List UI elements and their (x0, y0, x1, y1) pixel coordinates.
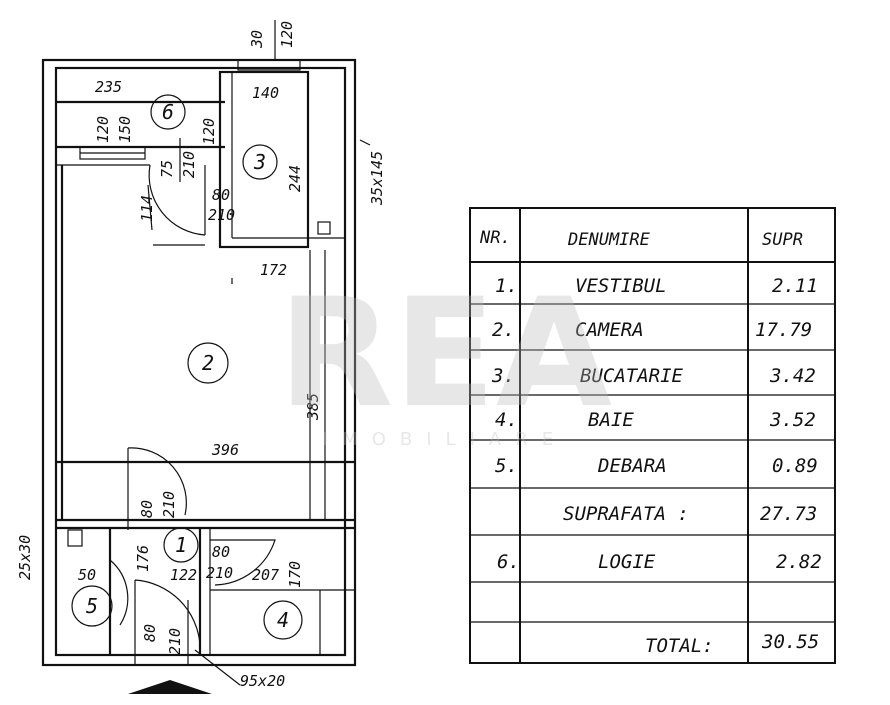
room-number-5: 5 (86, 594, 98, 618)
dim-80-b: 80 (138, 500, 156, 518)
row-2-area: 17.79 (755, 319, 812, 341)
outer-wall (41, 58, 357, 667)
dim-window: 35x145 (368, 151, 386, 206)
row-total-label: TOTAL: (645, 635, 714, 657)
dim-kitchen-width: 140 (252, 84, 279, 102)
dim-80-a: 80 (212, 186, 230, 204)
room-number-3: 3 (253, 150, 266, 174)
row-5-nr: 5. (495, 455, 518, 477)
area-table (469, 207, 836, 664)
dim-210-c: 210 (160, 491, 178, 518)
row-2-name: CAMERA (575, 319, 644, 341)
row-1-nr: 1. (495, 275, 518, 297)
row-4-nr: 4. (495, 409, 518, 431)
room-marker-1 (163, 527, 199, 563)
dim-172: 172 (260, 261, 287, 279)
row-5-area: 0.89 (772, 455, 818, 477)
dim-210-b: 210 (208, 206, 235, 224)
dim-entry-door: 95x20 (240, 672, 285, 690)
room-marker-5 (71, 585, 113, 627)
entry-arrow-icon (128, 680, 212, 694)
dim-150: 150 (116, 116, 134, 143)
room-marker-3 (242, 144, 278, 180)
watermark-logo: REA IMOBILIARE (278, 267, 612, 450)
room-markers: 6 3 2 1 4 5 (71, 94, 303, 640)
header-suprafata: SUPR (762, 230, 803, 250)
row-total-area: 30.55 (761, 631, 819, 653)
room-number-6: 6 (162, 100, 174, 124)
dim-50: 50 (78, 566, 96, 584)
plan-walls (41, 20, 371, 694)
dim-top-30: 30 (248, 30, 266, 49)
dim-114: 114 (138, 195, 156, 222)
row-1-area: 2.11 (772, 275, 818, 297)
dim-170: 170 (286, 561, 304, 588)
dim-210-e: 210 (166, 628, 184, 655)
table-border (469, 207, 836, 664)
dim-120-b: 120 (200, 118, 218, 145)
dim-120-a: 120 (94, 116, 112, 143)
header-denumire: DENUMIRE (567, 230, 651, 250)
dim-logia-width: 235 (95, 78, 122, 96)
room-marker-2 (187, 342, 229, 384)
row-3-name: BUCATARIE (580, 365, 684, 387)
dim-top-120: 120 (278, 21, 296, 48)
dim-75: 75 (158, 160, 176, 178)
dim-207: 207 (252, 566, 279, 584)
watermark-brand: REA (278, 267, 612, 441)
table-rows: 1. VESTIBUL 2.11 2. CAMERA 17.79 3. BUCA… (491, 275, 822, 657)
row-6-area: 2.82 (776, 551, 822, 573)
plan-dimensions: 30 120 235 140 120 150 120 75 210 80 210… (16, 21, 386, 690)
row-3-area: 3.42 (769, 365, 816, 387)
dim-25x30: 25x30 (16, 535, 34, 580)
row-2-nr: 2. (492, 319, 515, 341)
row-6-nr: 6. (497, 551, 520, 573)
dim-210-d: 210 (206, 564, 233, 582)
dim-176: 176 (134, 545, 152, 572)
row-3-nr: 3. (491, 365, 515, 387)
row-6-name: LOGIE (598, 551, 656, 573)
dim-396: 396 (211, 441, 239, 459)
row-4-name: BAIE (588, 409, 634, 431)
table-header: NR. DENUMIRE SUPR (479, 228, 803, 250)
dim-122: 122 (170, 566, 197, 584)
row-4-area: 3.52 (769, 409, 816, 431)
watermark-subtitle: IMOBILIARE (323, 429, 567, 450)
dim-385: 385 (304, 393, 322, 421)
room-number-4: 4 (277, 608, 289, 632)
dim-80-d: 80 (141, 624, 159, 642)
dim-244: 244 (286, 165, 304, 192)
row-subtotal-label: SUPRAFATA : (563, 503, 689, 525)
room-number-1: 1 (175, 533, 187, 557)
room-number-2: 2 (202, 351, 214, 375)
header-nr: NR. (479, 228, 511, 248)
row-subtotal-area: 27.73 (760, 503, 817, 525)
room-marker-6 (150, 94, 186, 130)
room-marker-4 (263, 600, 303, 640)
row-5-name: DEBARA (597, 455, 667, 477)
row-1-name: VESTIBUL (575, 275, 667, 297)
dim-210-a: 210 (180, 151, 198, 178)
dim-80-c: 80 (212, 543, 230, 561)
